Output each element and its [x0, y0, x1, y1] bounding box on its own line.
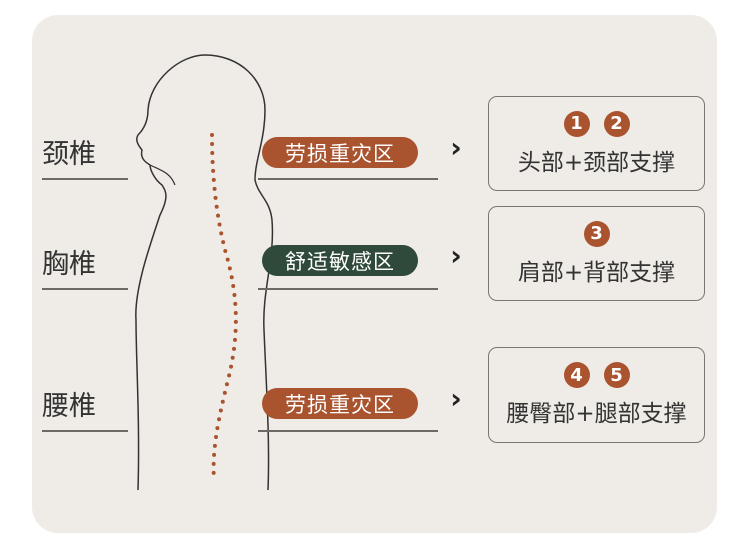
spine-dots — [210, 133, 238, 482]
label-thoracic: 胸椎 — [42, 249, 96, 280]
zone-badge-comfort: 舒适敏感区 — [262, 245, 418, 276]
divider — [42, 178, 128, 180]
chevron-right-icon: › — [450, 130, 462, 164]
support-text: 肩部+背部支撑 — [517, 259, 676, 286]
number-badge: 1 — [563, 110, 590, 137]
number-badge: 3 — [583, 220, 610, 247]
divider — [258, 288, 438, 290]
support-text: 腰臀部+腿部支撑 — [506, 401, 687, 427]
number-badge: 4 — [563, 362, 590, 388]
chevron-right-icon: › — [450, 238, 462, 272]
divider — [42, 430, 128, 432]
support-text: 头部+颈部支撑 — [517, 149, 676, 176]
number-badge: 5 — [603, 362, 630, 388]
zone-badge-strain: 劳损重灾区 — [262, 137, 418, 168]
label-cervical: 颈椎 — [42, 139, 96, 170]
zone-badge-strain: 劳损重灾区 — [262, 388, 418, 419]
divider — [258, 178, 438, 180]
support-box-shoulder-back: 3 肩部+背部支撑 — [488, 206, 705, 301]
chevron-right-icon: › — [450, 381, 462, 415]
number-badge: 2 — [603, 110, 630, 137]
divider — [42, 288, 128, 290]
divider — [258, 430, 438, 432]
label-lumbar: 腰椎 — [42, 391, 96, 422]
